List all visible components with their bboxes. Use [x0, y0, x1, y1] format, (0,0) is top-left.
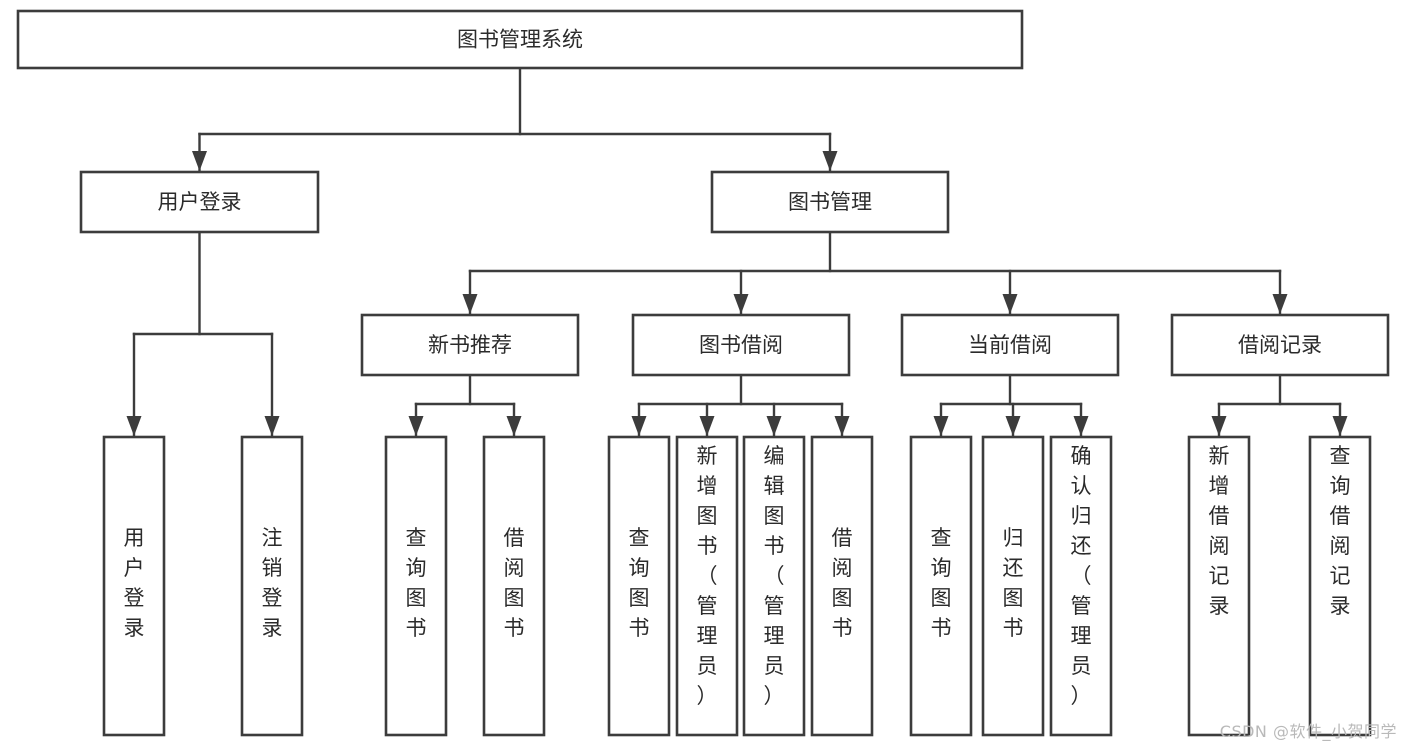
- arrow-head-icon: [834, 416, 850, 436]
- arrow-head-icon: [1073, 416, 1089, 436]
- leaf-node-用户登录[interactable]: 用户登录: [102, 435, 166, 737]
- leaf-node-查询图书[interactable]: 查询图书: [384, 435, 448, 737]
- node-label: 新增图书（管理员）: [697, 444, 718, 708]
- connector-layer: [126, 66, 1348, 438]
- node-label: 用户登录: [158, 190, 242, 214]
- node-box-shape: [1170, 313, 1390, 377]
- node-box-shape: [384, 435, 448, 737]
- node-box-shape: [1187, 435, 1251, 737]
- node-box-shape: [981, 435, 1045, 737]
- node-box-shape: [607, 435, 671, 737]
- leaf-node-确认归还（管理员）[interactable]: 确认归还（管理员）: [1049, 435, 1113, 737]
- node-label: 借阅记录: [1238, 333, 1322, 357]
- node-label: 新增借阅记录: [1209, 444, 1230, 618]
- root-node-图书管理系统[interactable]: 图书管理系统: [16, 9, 1024, 70]
- node-label: 新书推荐: [428, 333, 512, 357]
- arrow-head-icon: [1272, 294, 1288, 314]
- node-label: 查询图书: [931, 526, 952, 640]
- node-label: 当前借阅: [968, 333, 1052, 357]
- level3-node-借阅记录[interactable]: 借阅记录: [1170, 313, 1390, 377]
- arrow-head-icon: [699, 416, 715, 436]
- node-label: 确认归还（管理员）: [1071, 444, 1092, 708]
- arrow-head-icon: [264, 416, 280, 436]
- node-label: 借阅图书: [504, 526, 525, 640]
- leaf-node-查询借阅记录[interactable]: 查询借阅记录: [1308, 435, 1372, 737]
- node-box-shape: [102, 435, 166, 737]
- leaf-node-编辑图书（管理员）[interactable]: 编辑图书（管理员）: [742, 435, 806, 737]
- level3-node-当前借阅[interactable]: 当前借阅: [900, 313, 1120, 377]
- arrow-head-icon: [408, 416, 424, 436]
- node-box-shape: [675, 435, 739, 737]
- node-box-shape: [240, 435, 304, 737]
- level2-node-图书管理[interactable]: 图书管理: [710, 170, 950, 234]
- node-label: 归还图书: [1003, 526, 1024, 640]
- node-box-shape: [710, 170, 950, 234]
- node-box-shape: [1308, 435, 1372, 737]
- arrow-head-icon: [1002, 294, 1018, 314]
- node-box-shape: [900, 313, 1120, 377]
- leaf-node-注销登录[interactable]: 注销登录: [240, 435, 304, 737]
- csdn-watermark: CSDN @软件_小贺同学: [1219, 722, 1397, 741]
- node-label: 查询图书: [406, 526, 427, 640]
- arrow-head-icon: [462, 294, 478, 314]
- node-box-shape: [810, 435, 874, 737]
- leaf-node-借阅图书[interactable]: 借阅图书: [482, 435, 546, 737]
- node-box-shape: [631, 313, 851, 377]
- node-label: 图书管理: [788, 190, 872, 214]
- node-box-shape: [482, 435, 546, 737]
- arrow-head-icon: [506, 416, 522, 436]
- arrow-head-icon: [733, 294, 749, 314]
- node-box-shape: [1049, 435, 1113, 737]
- node-label: 用户登录: [124, 526, 145, 640]
- arrow-head-icon: [1211, 416, 1227, 436]
- node-box-shape: [16, 9, 1024, 70]
- leaf-node-借阅图书[interactable]: 借阅图书: [810, 435, 874, 737]
- node-layer: 图书管理系统用户登录图书管理新书推荐图书借阅当前借阅借阅记录用户登录注销登录查询…: [16, 9, 1390, 737]
- node-label: 查询借阅记录: [1330, 444, 1351, 618]
- arrow-head-icon: [1332, 416, 1348, 436]
- arrow-head-icon: [1005, 416, 1021, 436]
- arrow-head-icon: [631, 416, 647, 436]
- leaf-node-归还图书[interactable]: 归还图书: [981, 435, 1045, 737]
- node-box-shape: [909, 435, 973, 737]
- node-label: 图书管理系统: [457, 28, 583, 52]
- node-label: 编辑图书（管理员）: [764, 444, 785, 708]
- leaf-node-查询图书[interactable]: 查询图书: [909, 435, 973, 737]
- arrow-head-icon: [766, 416, 782, 436]
- level2-node-用户登录[interactable]: 用户登录: [79, 170, 320, 234]
- node-box-shape: [742, 435, 806, 737]
- node-box-shape: [79, 170, 320, 234]
- arrow-head-icon: [126, 416, 142, 436]
- level3-node-新书推荐[interactable]: 新书推荐: [360, 313, 580, 377]
- node-label: 图书借阅: [699, 333, 783, 357]
- leaf-node-新增图书（管理员）[interactable]: 新增图书（管理员）: [675, 435, 739, 737]
- node-box-shape: [360, 313, 580, 377]
- node-label: 注销登录: [262, 526, 283, 640]
- level3-node-图书借阅[interactable]: 图书借阅: [631, 313, 851, 377]
- arrow-head-icon: [933, 416, 949, 436]
- arrow-head-icon: [822, 151, 838, 171]
- node-label: 借阅图书: [832, 526, 853, 640]
- leaf-node-新增借阅记录[interactable]: 新增借阅记录: [1187, 435, 1251, 737]
- node-label: 查询图书: [629, 526, 650, 640]
- leaf-node-查询图书[interactable]: 查询图书: [607, 435, 671, 737]
- arrow-head-icon: [192, 151, 207, 171]
